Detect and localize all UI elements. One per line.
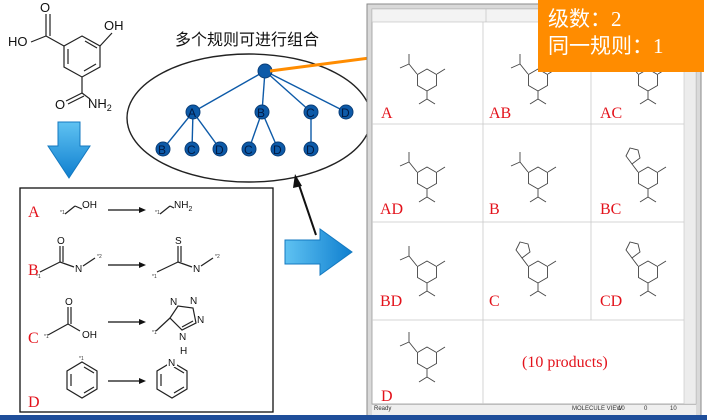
main-molecule: O HO OH O NH2	[8, 0, 124, 113]
svg-text:*1: *1	[152, 330, 157, 336]
tetrazole-n1: N	[170, 297, 177, 308]
tree-node-a: A	[188, 106, 196, 120]
tree-node-b: B	[257, 106, 265, 120]
product-label-a: A	[381, 105, 393, 122]
rule-a: A *1 OH *1 NH2	[28, 200, 192, 221]
atom-o-top: O	[40, 0, 50, 15]
svg-text:*1: *1	[152, 274, 157, 280]
overlay-rule-line: 同一规则：1	[548, 34, 664, 58]
rule-a-to: NH2	[174, 200, 192, 213]
rule-tree	[162, 70, 347, 150]
tree-node-bd: D	[273, 143, 282, 157]
down-arrow-icon	[47, 121, 91, 179]
svg-text:*2: *2	[215, 254, 220, 260]
atom-o-bottom: O	[55, 97, 65, 112]
products-window-inner	[371, 8, 697, 405]
rule-a-label: A	[28, 204, 40, 221]
tetrazole-n4: N	[179, 332, 186, 343]
rule-d-pyridine-n: N	[168, 358, 175, 369]
tree-root-node	[257, 63, 273, 79]
bottom-band	[0, 415, 707, 420]
tree-nodes: A B C D B C D C D D	[155, 63, 354, 157]
tree-node-ad: D	[215, 143, 224, 157]
tetrazole-h: H	[180, 346, 187, 357]
product-label-c: C	[489, 293, 500, 310]
svg-text:*1: *1	[36, 274, 41, 280]
product-label-ab: AB	[489, 105, 511, 122]
product-labels: A AB AC AD B BC BD C CD D	[380, 105, 622, 405]
tree-node-d: D	[341, 106, 350, 120]
products-summary: (10 products)	[522, 354, 608, 371]
atom-nh2: NH2	[88, 96, 112, 113]
rule-b-to-n: N	[193, 264, 200, 275]
product-label-ac: AC	[600, 105, 622, 122]
status-bar: Ready MOLECULE VIEW 10 0 10	[372, 404, 696, 415]
svg-text:*1: *1	[44, 334, 49, 340]
rule-b-label: B	[28, 262, 39, 279]
svg-text:*2: *2	[97, 254, 102, 260]
svg-text:*1: *1	[155, 210, 160, 216]
rule-a-from: OH	[82, 200, 97, 211]
rule-c: C *1 O OH *1 N N N N H	[28, 296, 204, 357]
product-label-bd: BD	[380, 293, 402, 310]
rule-c-label: C	[28, 330, 39, 347]
status-value-1: 10	[618, 406, 625, 412]
rules-box	[19, 187, 274, 413]
rule-d: D *1 N	[28, 356, 188, 411]
tree-node-c: C	[306, 106, 315, 120]
combination-title: 多个规则可进行组合	[175, 30, 319, 49]
product-label-bc: BC	[600, 201, 621, 218]
up-arrow	[297, 181, 317, 236]
status-value-2: 0	[644, 406, 648, 412]
rule-c-from-oh: OH	[82, 330, 97, 341]
product-label-b: B	[489, 201, 500, 218]
tree-node-ac: C	[187, 143, 196, 157]
rule-c-from-o: O	[65, 297, 73, 308]
atom-oh-right: OH	[104, 18, 124, 33]
tetrazole-n3: N	[197, 315, 204, 326]
product-label-ad: AD	[380, 201, 403, 218]
status-value-3: 10	[670, 406, 677, 412]
tetrazole-n2: N	[190, 296, 197, 307]
rule-b-to-s: S	[175, 236, 182, 247]
status-view: MOLECULE VIEW	[572, 406, 623, 412]
product-label-cd: CD	[600, 293, 622, 310]
product-grid-lines	[372, 22, 684, 404]
tree-ellipse	[126, 53, 372, 183]
rule-b: B *1 O N *2 *1 S N *2	[28, 236, 220, 280]
rule-b-from-o: O	[57, 236, 65, 247]
up-arrow-head	[293, 174, 302, 188]
rule-d-label: D	[28, 394, 40, 411]
rule-b-from-n: N	[75, 264, 82, 275]
tree-node-bc: C	[244, 143, 253, 157]
product-label-d: D	[381, 388, 393, 405]
overlay-level-line: 级数：2	[548, 7, 622, 31]
atom-ho-left: HO	[8, 34, 28, 49]
right-arrow-icon	[284, 228, 353, 276]
svg-text:*1: *1	[79, 356, 84, 362]
tree-node-cd: D	[306, 143, 315, 157]
level-info-overlay: 级数：2 同一规则：1	[538, 0, 704, 72]
tree-node-ab: B	[158, 143, 166, 157]
status-ready: Ready	[374, 406, 392, 412]
svg-text:*1: *1	[60, 210, 65, 216]
